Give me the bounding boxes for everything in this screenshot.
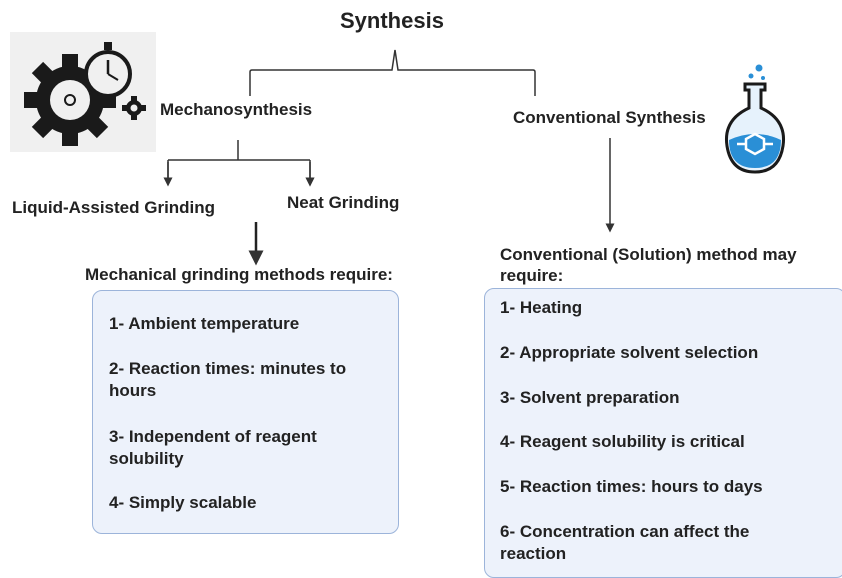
mechano-bracket bbox=[167, 140, 310, 182]
mechanical-requirement: 2- Reaction times: minutes to hours bbox=[109, 359, 347, 400]
conventional-requirements-heading: Conventional (Solution) method may requi… bbox=[500, 245, 797, 285]
conventional-requirement: 1- Heating bbox=[500, 298, 583, 317]
top-bracket bbox=[249, 49, 536, 96]
mechanosynthesis-label: Mechanosynthesis bbox=[160, 100, 313, 119]
conventional-requirements-box: 1- Heating 2- Appropriate solvent select… bbox=[484, 288, 842, 578]
conventional-requirement: 2- Appropriate solvent selection bbox=[500, 343, 759, 362]
mechanical-requirement: 3- Independent of reagent solubility bbox=[109, 427, 317, 468]
conventional-requirement: 4- Reagent solubility is critical bbox=[500, 432, 745, 451]
connector-lines bbox=[163, 49, 615, 266]
flask-icon bbox=[715, 62, 795, 182]
mechanical-requirements-heading: Mechanical grinding methods require: bbox=[85, 265, 393, 284]
mechanical-requirements-box: 1- Ambient temperature 2- Reaction times… bbox=[92, 290, 399, 534]
diagram-title: Synthesis bbox=[340, 8, 444, 33]
conventional-requirement: 6- Concentration can affect the reaction bbox=[500, 522, 750, 563]
mechanical-requirement: 4- Simply scalable bbox=[109, 493, 257, 512]
branch-neat-grinding: Neat Grinding bbox=[287, 193, 400, 212]
conventional-synthesis-label: Conventional Synthesis bbox=[513, 108, 706, 127]
mechanical-requirement: 1- Ambient temperature bbox=[109, 314, 300, 333]
conventional-requirement: 5- Reaction times: hours to days bbox=[500, 477, 763, 496]
gears-stopwatch-icon bbox=[10, 32, 156, 152]
conventional-requirement: 3- Solvent preparation bbox=[500, 388, 680, 407]
branch-liquid-assisted-grinding: Liquid-Assisted Grinding bbox=[12, 198, 216, 217]
